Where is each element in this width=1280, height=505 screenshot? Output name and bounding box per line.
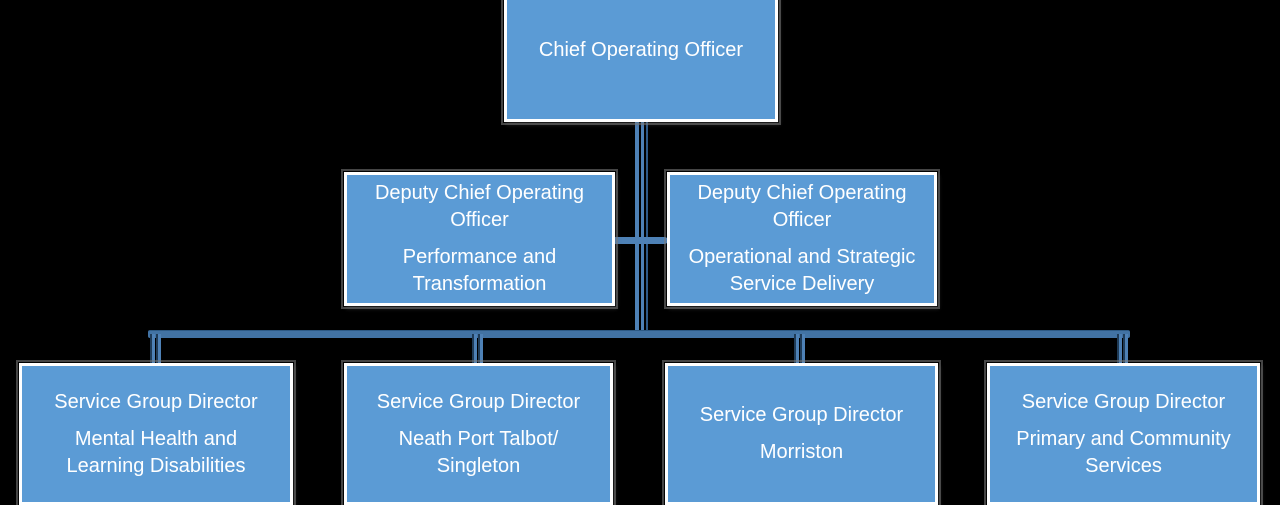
node-deputy-coo-performance-transformation: Deputy Chief Operating Officer Performan… <box>341 169 618 309</box>
node-title: Service Group Director <box>376 390 581 413</box>
node-title: Deputy Chief Operating Officer <box>697 182 907 231</box>
node-sgd-mental-health-learning-disabilities: Service Group Director Mental Health and… <box>16 360 296 505</box>
node-sgd-primary-community-services: Service Group Director Primary and Commu… <box>984 360 1263 505</box>
node-subtitle: Performance and Transformation <box>402 246 557 295</box>
node-sgd-morriston: Service Group Director Morriston <box>662 360 941 505</box>
node-title: Service Group Director <box>699 404 904 426</box>
connector-deputy-crossbar <box>612 237 668 244</box>
node-title: Service Group Director <box>1021 390 1226 413</box>
connector-stub-neath-port-talbot <box>472 334 483 363</box>
connector-stub-mental-health <box>150 334 161 363</box>
node-subtitle: Neath Port Talbot/ Singleton <box>398 427 559 477</box>
node-title: Chief Operating Officer <box>538 38 744 61</box>
node-subtitle: Operational and Strategic Service Delive… <box>688 246 916 295</box>
connector-root-to-children <box>635 116 648 338</box>
node-title: Deputy Chief Operating Officer <box>374 182 584 231</box>
connector-level3-horizontal-bar <box>148 330 1130 338</box>
node-deputy-coo-operational-strategic: Deputy Chief Operating Officer Operation… <box>664 169 940 309</box>
node-title: Service Group Director <box>54 390 258 413</box>
connector-stub-primary-community <box>1117 334 1128 363</box>
node-subtitle: Primary and Community Services <box>1016 427 1231 477</box>
node-sgd-neath-port-talbot-singleton: Service Group Director Neath Port Talbot… <box>341 360 616 505</box>
node-chief-operating-officer: Chief Operating Officer <box>501 0 781 125</box>
node-subtitle: Morriston <box>759 441 844 463</box>
org-chart: Chief Operating Officer Deputy Chief Ope… <box>16 0 1263 505</box>
connector-stub-morriston <box>794 334 805 363</box>
node-subtitle: Mental Health and Learning Disabilities <box>66 427 246 477</box>
